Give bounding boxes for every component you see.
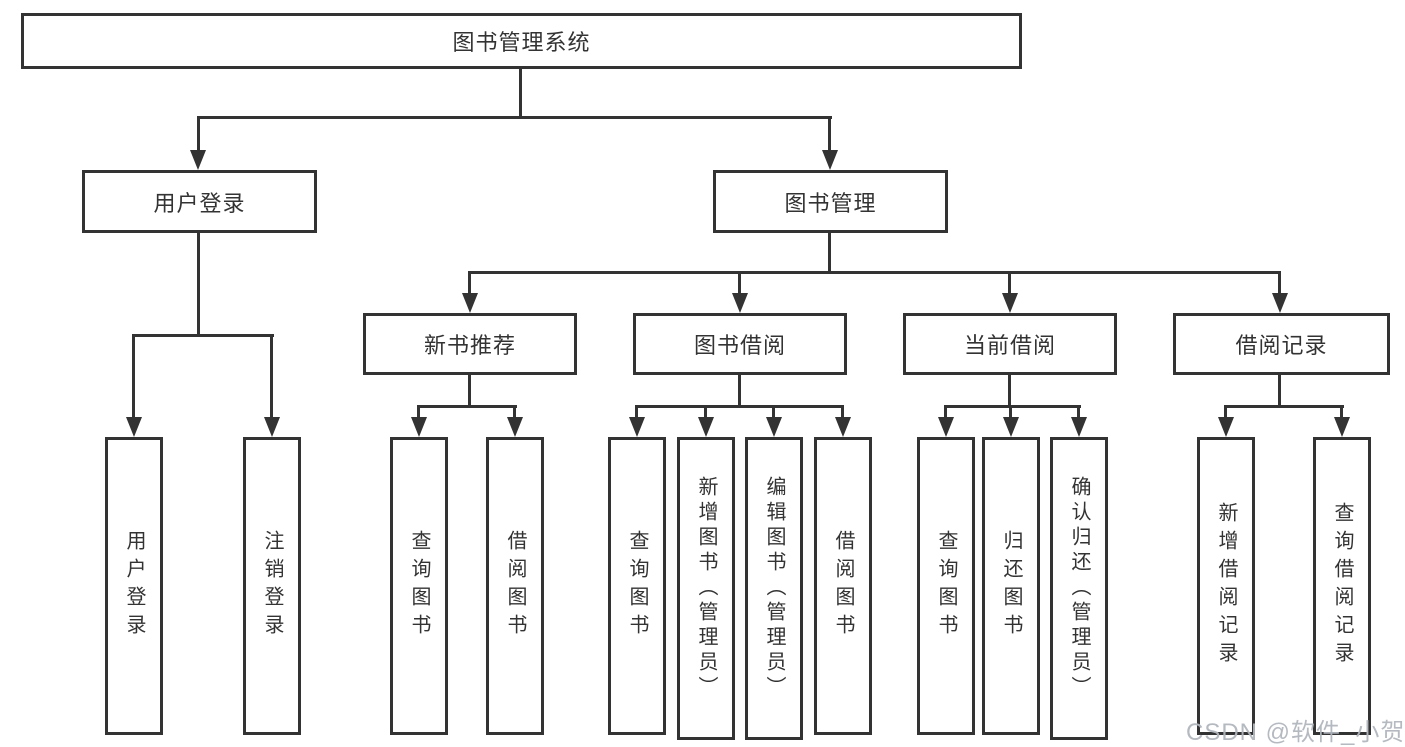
- connector-borrow-record-drop: [1278, 271, 1281, 295]
- leaf-query-book-newbook: 查询图书: [390, 437, 448, 735]
- leaf-user-login: 用户登录: [105, 437, 163, 735]
- arrowhead-book-borrow: [732, 293, 748, 313]
- leaf-add-borrow-record: 新增借阅记录: [1197, 437, 1255, 735]
- node-label: 图书管理系统: [452, 30, 591, 55]
- leaf-borrow-book-newbook: 借阅图书: [486, 437, 544, 735]
- connector-leaf-drop: [944, 405, 947, 419]
- connector-logout-leaf-drop: [270, 334, 273, 419]
- leaf-query-book-borrow: 查询图书: [608, 437, 666, 735]
- connector-root-stem: [519, 68, 522, 118]
- leaf-edit-book-admin: 编辑图书（管理员）: [745, 437, 803, 740]
- connector-user-login-stem: [197, 233, 200, 336]
- arrowhead-leaf: [1003, 417, 1019, 437]
- connector-new-book-drop: [468, 271, 471, 295]
- node-book-borrowing: 图书借阅: [633, 313, 847, 375]
- leaf-label: 确认归还（管理员）: [1068, 476, 1090, 701]
- node-label: 图书管理: [784, 190, 877, 216]
- connector-book-mgmt-stem: [828, 233, 831, 273]
- leaf-query-book-current: 查询图书: [917, 437, 975, 735]
- arrowhead-leaf: [411, 417, 427, 437]
- arrowhead-leaf: [835, 417, 851, 437]
- arrowhead-leaf: [766, 417, 782, 437]
- node-label: 借阅记录: [1235, 333, 1328, 358]
- leaf-label: 归还图书: [1000, 530, 1022, 642]
- connector-current-borrow-stem: [1008, 375, 1011, 407]
- leaf-label: 借阅图书: [504, 530, 526, 642]
- leaf-label: 新增借阅记录: [1215, 502, 1237, 670]
- connector-leaf-drop: [1009, 405, 1012, 419]
- leaf-logout: 注销登录: [243, 437, 301, 735]
- connector-new-book-stem: [468, 375, 471, 407]
- arrowhead-user-login: [190, 150, 206, 170]
- arrowhead-new-book: [462, 293, 478, 313]
- connector-borrow-record-rail: [1224, 405, 1344, 408]
- arrowhead-leaf: [938, 417, 954, 437]
- connector-book-mgmt-drop: [828, 116, 831, 152]
- arrowhead-leaf: [507, 417, 523, 437]
- connector-user-login-drop: [197, 116, 200, 152]
- connector-level2-rail: [197, 116, 832, 119]
- leaf-label: 查询借阅记录: [1331, 502, 1353, 670]
- node-current-borrowing: 当前借阅: [903, 313, 1117, 375]
- node-user-login: 用户登录: [82, 170, 317, 233]
- leaf-label: 编辑图书（管理员）: [763, 476, 785, 701]
- arrowhead-leaf: [1334, 417, 1350, 437]
- leaf-label: 查询图书: [626, 530, 648, 642]
- connector-leaf-drop: [635, 405, 638, 419]
- node-library-management-system: 图书管理系统: [21, 13, 1022, 69]
- connector-leaf-drop: [513, 405, 516, 419]
- arrowhead-book-mgmt: [822, 150, 838, 170]
- arrowhead-leaf: [1071, 417, 1087, 437]
- connector-new-book-rail: [417, 405, 517, 408]
- arrowhead-current-borrow: [1002, 293, 1018, 313]
- node-borrow-records: 借阅记录: [1173, 313, 1390, 375]
- connector-leaf-drop: [772, 405, 775, 419]
- arrowhead-login-leaf: [126, 417, 142, 437]
- node-label: 图书借阅: [693, 333, 786, 358]
- connector-book-borrow-stem: [738, 375, 741, 407]
- leaf-label: 注销登录: [261, 530, 283, 642]
- connector-leaf-drop: [1077, 405, 1080, 419]
- leaf-label: 用户登录: [123, 530, 145, 642]
- connector-leaf-drop: [1224, 405, 1227, 419]
- arrowhead-logout-leaf: [264, 417, 280, 437]
- connector-level3-rail: [468, 271, 1281, 274]
- arrowhead-leaf: [1218, 417, 1234, 437]
- node-label: 用户登录: [153, 190, 246, 216]
- leaf-return-book: 归还图书: [982, 437, 1040, 735]
- connector-current-borrow-drop: [1008, 271, 1011, 295]
- connector-leaf-drop: [1340, 405, 1343, 419]
- connector-leaf-drop: [841, 405, 844, 419]
- leaf-label: 查询图书: [408, 530, 430, 642]
- connector-user-login-rail: [132, 334, 274, 337]
- leaf-add-book-admin: 新增图书（管理员）: [677, 437, 735, 740]
- leaf-label: 新增图书（管理员）: [695, 476, 717, 701]
- leaf-label: 查询图书: [935, 530, 957, 642]
- connector-borrow-record-stem: [1278, 375, 1281, 407]
- arrowhead-borrow-record: [1272, 293, 1288, 313]
- leaf-confirm-return-admin: 确认归还（管理员）: [1050, 437, 1108, 740]
- node-label: 新书推荐: [423, 333, 516, 358]
- connector-login-leaf-drop: [132, 334, 135, 419]
- arrowhead-leaf: [698, 417, 714, 437]
- node-book-management: 图书管理: [713, 170, 948, 233]
- connector-book-borrow-drop: [738, 271, 741, 295]
- connector-current-borrow-rail: [944, 405, 1081, 408]
- arrowhead-leaf: [629, 417, 645, 437]
- leaf-borrow-book: 借阅图书: [814, 437, 872, 735]
- connector-leaf-drop: [417, 405, 420, 419]
- connector-book-borrow-rail: [635, 405, 844, 408]
- watermark: CSDN @软件_小贺同学: [1186, 719, 1405, 746]
- connector-leaf-drop: [704, 405, 707, 419]
- leaf-label: 借阅图书: [832, 530, 854, 642]
- node-new-book-recommend: 新书推荐: [363, 313, 577, 375]
- node-label: 当前借阅: [963, 333, 1056, 358]
- leaf-query-borrow-record: 查询借阅记录: [1313, 437, 1371, 735]
